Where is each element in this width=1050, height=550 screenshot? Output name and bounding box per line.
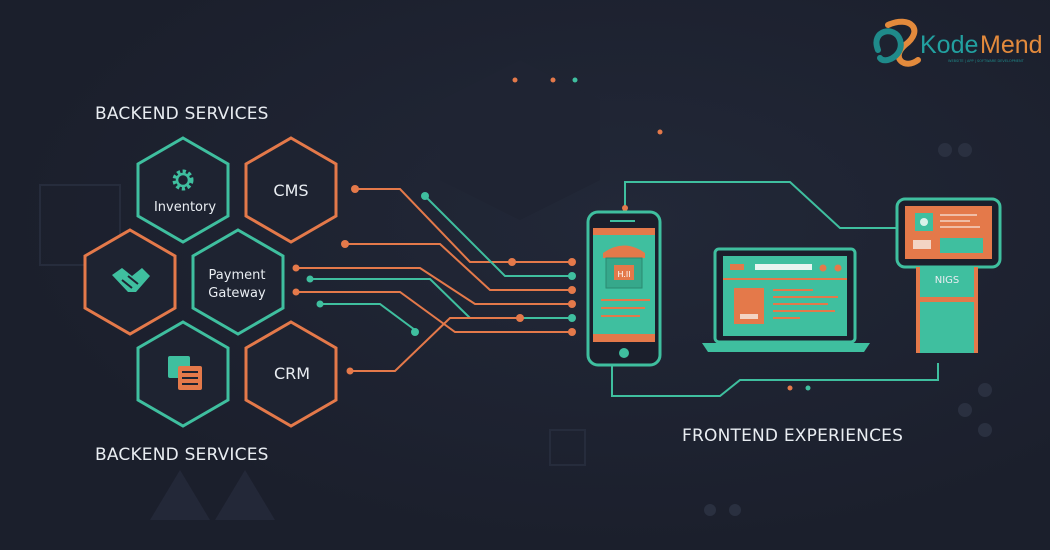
kiosk-device: NIGS [895,197,1002,353]
smartphone-device: H.Il [586,210,662,367]
logo-swirl-icon [885,18,921,67]
frontend-experiences-heading: FRONTEND EXPERIENCES [682,426,903,446]
hex-payment-gateway [191,228,285,336]
backend-services-heading-bottom: BACKEND SERVICES [95,445,269,465]
handshake-icon [112,268,150,292]
hex-cms [244,136,338,244]
logo-text-mend: Mend [980,31,1043,59]
accent-dots [512,77,811,391]
kodemend-logo: Kode Mend WEBSITE | APP | SOFTWARE DEVEL… [873,18,1043,67]
dashboard-icon [168,356,202,390]
hex-crm [244,320,338,428]
cms-label: CMS [273,181,308,200]
logo-tagline: WEBSITE | APP | SOFTWARE DEVELOPMENT [948,59,1025,63]
payment-label-line2: Gateway [208,286,266,301]
crm-label: CRM [274,364,310,383]
logo-text-kode: Kode [920,31,978,59]
kiosk-label: NIGS [935,275,960,286]
inventory-label: Inventory [154,200,216,215]
gear-icon [172,169,194,191]
shop-sign: H.Il [618,270,631,279]
home-button [619,348,629,358]
laptop-device [702,247,870,352]
background-decor [39,60,992,520]
payment-label-line1: Payment [209,268,266,283]
connection-nodes [292,185,908,375]
storefront-icon [603,245,645,258]
backend-services-heading-top: BACKEND SERVICES [95,104,269,124]
